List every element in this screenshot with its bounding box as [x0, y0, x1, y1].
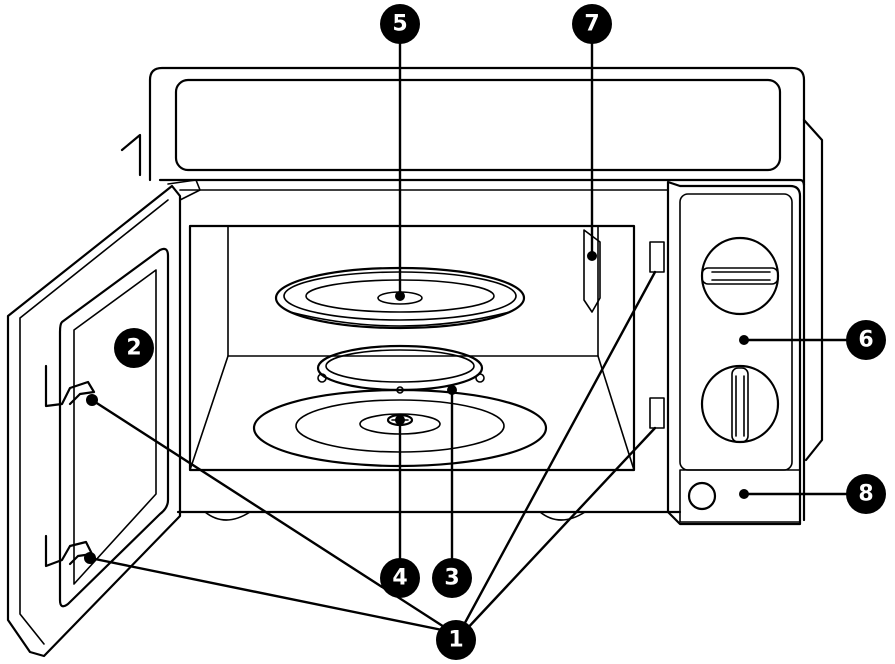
power-knob[interactable] [700, 236, 780, 316]
callout-5-circle [380, 4, 420, 44]
housing-top-panel [174, 78, 782, 172]
callout-1-label: 1 [448, 628, 463, 653]
callout-8: 8 [846, 474, 886, 514]
callout-3-label: 3 [444, 566, 459, 591]
timer-knob[interactable] [700, 364, 780, 444]
door-window [58, 247, 170, 608]
timer-knob-grip [731, 367, 749, 443]
dot-3 [447, 385, 457, 395]
glass-tray-underside [289, 311, 511, 327]
door-outer-frame [6, 184, 182, 658]
control-panel [666, 180, 802, 526]
callout-8-circle [846, 474, 886, 514]
control-panel-outline [666, 180, 802, 526]
callout-2-circle [114, 328, 154, 368]
callout-6-label: 6 [858, 328, 873, 353]
dot-4 [395, 415, 405, 425]
door-edge-bevel [19, 199, 169, 645]
door-latch-hook-bottom [44, 534, 94, 568]
callout-4-circle [380, 558, 420, 598]
callout-1: 1 [436, 620, 476, 660]
power-knob-ridges [711, 271, 771, 281]
control-panel-bottom [679, 469, 801, 523]
callout-5-label: 5 [392, 12, 407, 37]
microwave-body [120, 66, 824, 522]
callout-6: 6 [846, 320, 886, 360]
roller-ring [316, 344, 485, 394]
dot-8 [739, 489, 749, 499]
cavity-opening [188, 224, 636, 472]
interlock-slot-bottom [649, 397, 665, 429]
door-latch-hook-top [44, 364, 96, 408]
oven-cavity [188, 224, 665, 472]
callout-5: 5 [380, 4, 420, 44]
leader-1-interlock-top [458, 270, 657, 634]
door-window-inner [73, 269, 157, 585]
dot-7 [587, 251, 597, 261]
leader-dots [84, 251, 749, 564]
roller-wheel-right [475, 373, 485, 383]
callout-8-label: 8 [858, 482, 873, 507]
leader-1-bottom-hook [88, 556, 454, 634]
housing-left-edge [120, 133, 142, 177]
callout-1-circle [436, 620, 476, 660]
roller-wheel-left [317, 373, 327, 383]
callout-2: 2 [114, 328, 154, 368]
callout-3: 3 [432, 558, 472, 598]
callout-7: 7 [572, 4, 612, 44]
waveguide-cover [583, 229, 601, 313]
power-knob-grip [701, 267, 779, 285]
dot-1-top-hook [86, 394, 98, 406]
body-feet [204, 511, 586, 521]
cavity-floor-edges [189, 355, 635, 471]
front-frame-top [158, 178, 806, 522]
timer-knob-ridges [735, 375, 745, 437]
housing-right-edge [802, 118, 824, 462]
dot-5 [395, 291, 405, 301]
callout-4-label: 4 [392, 566, 407, 591]
oven-door [6, 179, 201, 658]
leader-lines [88, 38, 848, 634]
callout-7-circle [572, 4, 612, 44]
roller-ring-inner [325, 349, 475, 383]
callout-4: 4 [380, 558, 420, 598]
callout-3-circle [432, 558, 472, 598]
door-hinge [167, 179, 201, 201]
timer-knob-ring [700, 364, 780, 444]
interlock-slot-top [649, 241, 665, 273]
callout-2-label: 2 [126, 336, 141, 361]
cavity-back-wall [227, 225, 599, 357]
callout-6-circle [846, 320, 886, 360]
door-release-button[interactable] [687, 481, 717, 511]
callout-7-label: 7 [584, 12, 599, 37]
dot-6 [739, 335, 749, 345]
housing-top-outline [148, 66, 806, 187]
power-knob-ring [700, 236, 780, 316]
dot-1-bottom-hook [84, 552, 96, 564]
roller-ring-outer [316, 344, 484, 392]
leader-1-interlock-bottom [462, 426, 657, 634]
